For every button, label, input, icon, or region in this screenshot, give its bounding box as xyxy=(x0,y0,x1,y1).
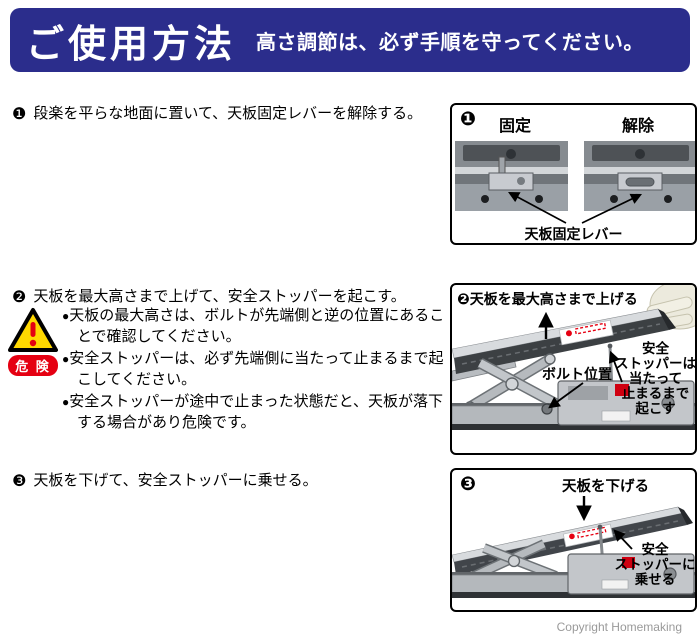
figure-2-photo xyxy=(452,285,695,430)
step-3-text: ❸ 天板を下げて、安全ストッパーに乗せる。 xyxy=(12,470,448,493)
figure-3-photo xyxy=(452,496,695,598)
photo-lever-fixed xyxy=(455,141,568,211)
base-rail xyxy=(452,380,695,430)
label-release: 解除 xyxy=(622,118,655,135)
step-1-text: ❶ 段楽を平らな地面に置いて、天板固定レバーを解除する。 xyxy=(12,103,448,126)
step-1-number: ❶ xyxy=(12,106,27,123)
page-title: ご使用方法 xyxy=(26,23,237,66)
arrow-to-fixed-lever xyxy=(508,191,567,224)
danger-badge: 危 険 xyxy=(8,355,58,376)
step-2-text: ❷ 天板を最大高さまで上げて、安全ストッパーを起こす。 xyxy=(12,286,448,309)
figure-step-3: ❸ 天板を下げる 安全 ストッパーに 乗せる xyxy=(450,468,697,612)
photo-lever-released xyxy=(584,141,695,211)
note-stopper-raise: 安全ストッパーは、必ず先端側に当たって止まるまで起こしてください。 xyxy=(62,348,450,391)
bolt-position-label: ボルト位置 xyxy=(542,366,612,382)
stopper-rest-label: 安全 ストッパーに 乗せる xyxy=(614,542,696,587)
figure-1-photo xyxy=(455,141,695,224)
arrow-to-released-lever xyxy=(581,193,643,224)
page-subtitle: 高さ調節は、必ず手順を守ってください。 xyxy=(256,31,644,54)
step-3-number: ❸ xyxy=(12,473,27,490)
step-1-instruction: 段楽を平らな地面に置いて、天板固定レバーを解除する。 xyxy=(33,105,423,122)
figure-2-top-label: ❷天板を最大高さまで上げる xyxy=(457,289,638,309)
scissor-arms xyxy=(471,539,558,581)
note-stopper-danger: 安全ストッパーが途中で止まった状態だと、天板が落下する場合があり危険です。 xyxy=(62,391,450,434)
step-3-instruction: 天板を下げて、安全ストッパーに乗せる。 xyxy=(33,472,318,489)
stopper-raise-label: 安全 ストッパーは 当たって 止まるまで 起こす xyxy=(615,341,696,416)
base-rail xyxy=(452,553,695,598)
figure-3-badge: ❸ xyxy=(460,474,477,495)
header-banner: ご使用方法 高さ調節は、必ず手順を守ってください。 xyxy=(10,8,690,72)
label-lever-caption: 天板固定レバー xyxy=(524,226,623,242)
arrow-to-stopper xyxy=(613,529,633,550)
lower-plate-label: 天板を下げる xyxy=(562,479,649,495)
figure-2-top-text: 天板を最大高さまで上げる xyxy=(469,291,638,307)
arrow-to-stopper xyxy=(608,350,623,383)
figure-step-2: ❷天板を最大高さまで上げる ボルト位置 安全 ストッパーは 当たって 止まるまで… xyxy=(450,283,697,455)
warning-triangle-icon xyxy=(8,308,58,352)
top-plate xyxy=(452,308,676,374)
step-2-instruction: 天板を最大高さまで上げて、安全ストッパーを起こす。 xyxy=(33,288,406,305)
copyright-text: Copyright Homemaking xyxy=(556,620,682,634)
label-fixed: 固定 xyxy=(499,118,532,135)
warning-block: 危 険 xyxy=(4,307,62,376)
figure-step-1: ❶ 固定 解除 天板固定レバー xyxy=(450,103,697,245)
step-2-notes: 天板の最大高さは、ボルトが先端側と逆の位置にあることで確認してください。 安全ス… xyxy=(62,305,450,434)
bolt xyxy=(541,403,553,415)
arrow-to-bolt xyxy=(548,382,584,409)
figure-1-badge: ❶ xyxy=(460,109,477,130)
figure-2-badge: ❷ xyxy=(457,291,470,308)
note-max-height: 天板の最大高さは、ボルトが先端側と逆の位置にあることで確認してください。 xyxy=(62,305,450,348)
step-2-number: ❷ xyxy=(12,289,27,306)
